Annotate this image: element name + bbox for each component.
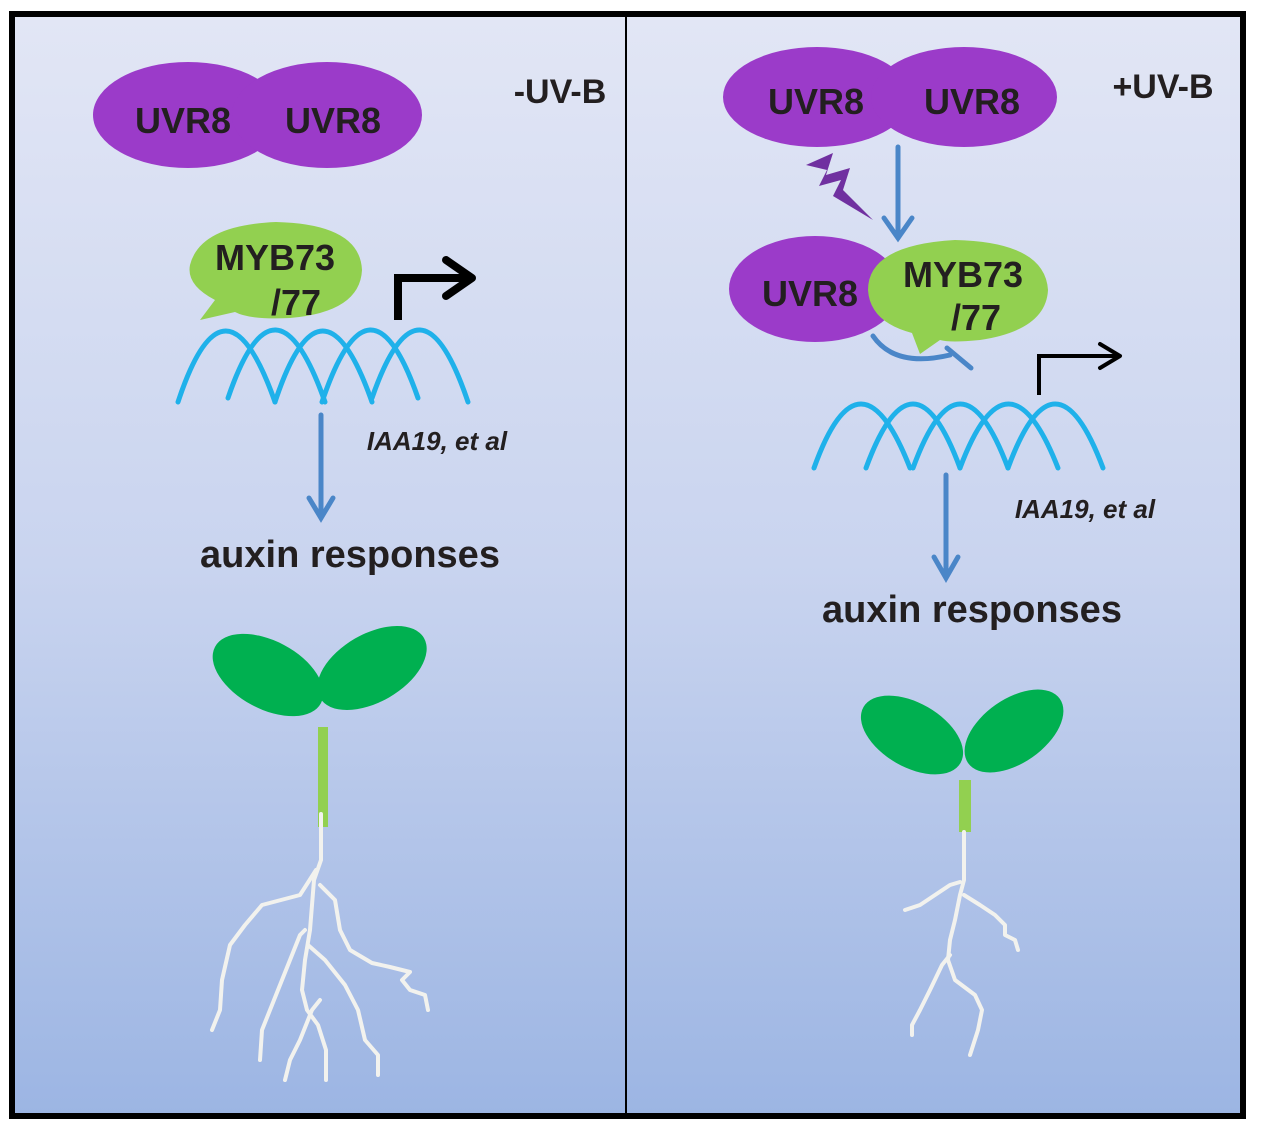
seedling-small [860, 689, 1064, 1057]
down-arrow [306, 412, 336, 523]
transcription-start-arrow [1037, 342, 1122, 395]
gene-label: IAA19, et al [367, 426, 508, 456]
uvr8-monomer-ellipse [871, 47, 1057, 147]
hypocotyl [959, 780, 971, 832]
myb-label-line1: MYB73 [903, 254, 1023, 295]
root-system [210, 812, 430, 1082]
cotyledon-left [212, 633, 324, 717]
outer-frame [9, 11, 1246, 1119]
myb-bubble-shape [868, 240, 1048, 354]
uvr8-monomer-ellipse [729, 236, 901, 342]
root-system [903, 830, 1020, 1057]
uvr8-monomer-ellipse [723, 47, 911, 147]
uvr8-label: UVR8 [135, 100, 231, 141]
inhibition-arc [870, 333, 974, 371]
uvr8-monomer-ellipse [232, 62, 422, 168]
dna-helix [175, 327, 471, 405]
uvr8-label: UVR8 [762, 273, 858, 314]
response-label: auxin responses [200, 534, 500, 576]
uvr8-label: UVR8 [924, 81, 1020, 122]
gene-label: IAA19, et al [1015, 494, 1156, 524]
uvr8-dimer: UVR8 UVR8 [723, 47, 1057, 147]
response-label: auxin responses [822, 589, 1122, 631]
activation-arrow [881, 144, 915, 243]
cotyledon-right [964, 689, 1064, 773]
transcription-start-arrow [394, 256, 476, 320]
myb73-77-bubble: MYB73 /77 [189, 222, 362, 323]
panel-minus-uvb: -UV-B UVR8 UVR8 MYB73 /77 IAA19, et al [93, 62, 607, 1082]
background [12, 14, 1243, 1116]
uvr8-monomer-ellipse [93, 62, 283, 168]
myb-label-line1: MYB73 [215, 237, 335, 278]
uv-lightning-icon [806, 153, 873, 220]
myb-label-line2: /77 [951, 297, 1001, 338]
seedling-large [210, 625, 430, 1082]
uvr8-myb-complex: UVR8 MYB73 /77 [729, 236, 1048, 354]
myb-bubble-shape [189, 222, 362, 320]
down-arrow [931, 472, 961, 584]
hypocotyl [318, 727, 328, 827]
cotyledon-left [860, 695, 964, 775]
cotyledon-right [317, 625, 427, 711]
condition-label: -UV-B [514, 73, 607, 111]
panel-plus-uvb: +UV-B UVR8 UVR8 UVR8 MYB73 /77 [723, 47, 1214, 1057]
condition-label: +UV-B [1112, 68, 1213, 106]
uvr8-label: UVR8 [285, 100, 381, 141]
uvr8-dimer: UVR8 UVR8 [93, 62, 422, 168]
myb-label-line2: /77 [271, 282, 321, 323]
uvr8-label: UVR8 [768, 81, 864, 122]
dna-helix [811, 401, 1106, 471]
